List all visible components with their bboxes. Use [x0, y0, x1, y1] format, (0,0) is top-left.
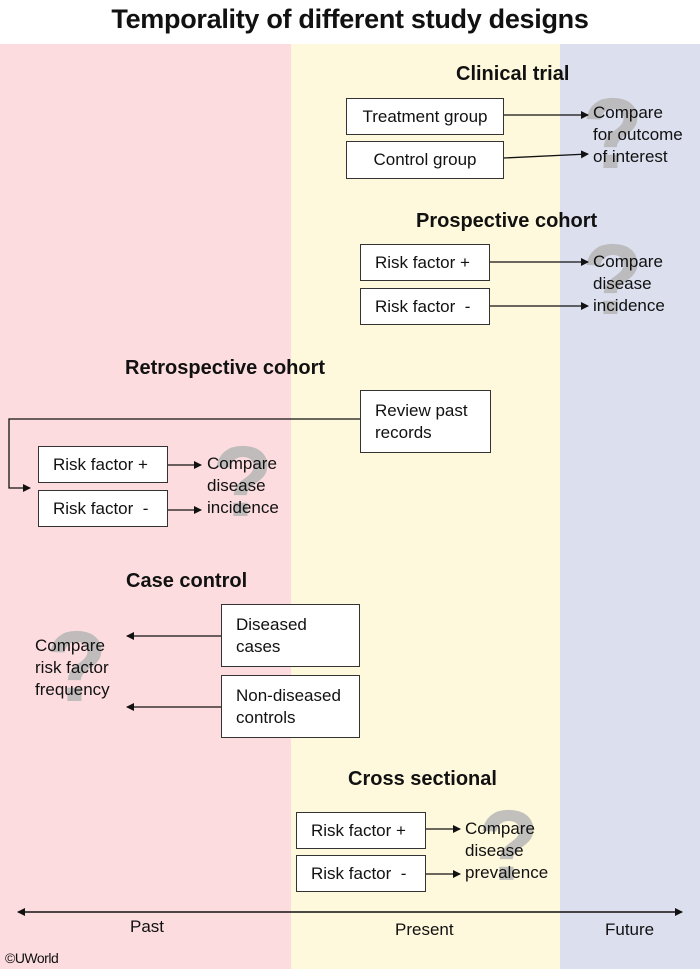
box-label: Risk factor -: [311, 863, 407, 883]
box-cross-risk-factor-positive: Risk factor +: [296, 812, 426, 849]
question-mark-icon: ?: [582, 224, 644, 336]
outcome-line: frequency: [35, 680, 110, 699]
heading-case-control: Case control: [126, 570, 248, 592]
timeline-label-past: Past: [130, 917, 165, 936]
box-label: Treatment group: [362, 106, 488, 126]
outcome-line: disease: [207, 476, 266, 495]
box-treatment-group: Treatment group: [346, 98, 504, 135]
box-label: Risk factor -: [375, 296, 471, 316]
outcome-line: Compare: [593, 103, 663, 122]
box-retro-risk-factor-positive: Risk factor +: [38, 446, 168, 483]
box-label: Review past: [375, 400, 468, 420]
timeline-label-present: Present: [395, 920, 454, 939]
timeline-label-future: Future: [605, 920, 655, 939]
box-label: Risk factor +: [375, 252, 470, 272]
outcome-line: incidence: [207, 498, 279, 517]
heading-clinical-trial: Clinical trial: [456, 63, 570, 85]
outcome-line: for outcome: [593, 125, 683, 144]
box-label: cases: [236, 636, 281, 656]
outcome-cross-sectional: Compare disease prevalence: [465, 818, 548, 884]
outcome-line: Compare: [465, 819, 535, 838]
heading-prospective-cohort: Prospective cohort: [416, 210, 598, 232]
box-risk-factor-negative: Risk factor -: [360, 288, 490, 325]
box-label: Risk factor -: [53, 498, 149, 518]
box-label: Non-diseased: [236, 685, 341, 705]
box-cross-risk-factor-negative: Risk factor -: [296, 855, 426, 892]
future-region: [560, 44, 700, 969]
heading-retrospective-cohort: Retrospective cohort: [125, 357, 326, 379]
outcome-case-control: Compare risk factor frequency: [35, 635, 110, 701]
outcome-line: risk factor: [35, 658, 109, 677]
box-retro-risk-factor-negative: Risk factor -: [38, 490, 168, 527]
outcome-line: incidence: [593, 296, 665, 315]
outcome-retrospective-cohort: Compare disease incidence: [207, 453, 279, 519]
copyright-notice: ©UWorld: [5, 950, 59, 966]
box-label: Diseased: [236, 614, 307, 634]
outcome-line: Compare: [35, 636, 105, 655]
box-label: Risk factor +: [53, 454, 148, 474]
box-label: Risk factor +: [311, 820, 406, 840]
outcome-line: Compare: [207, 454, 277, 473]
diagram-title: Temporality of different study designs: [111, 4, 589, 34]
question-mark-icon: ?: [582, 78, 644, 190]
outcome-line: prevalence: [465, 863, 549, 882]
box-control-group: Control group: [346, 141, 504, 179]
box-label: records: [375, 422, 432, 442]
box-label: Control group: [373, 150, 477, 169]
question-mark-icon: ?: [478, 790, 540, 902]
box-label: controls: [236, 707, 296, 727]
outcome-prospective-cohort: Compare disease incidence: [593, 251, 665, 317]
question-mark-icon: ?: [46, 611, 108, 723]
outcome-clinical-trial: Compare for outcome of interest: [593, 102, 683, 168]
box-risk-factor-positive: Risk factor +: [360, 244, 490, 281]
outcome-line: disease: [593, 274, 652, 293]
outcome-line: Compare: [593, 252, 663, 271]
outcome-line: of interest: [593, 147, 668, 166]
heading-cross-sectional: Cross sectional: [348, 768, 497, 790]
outcome-line: disease: [465, 841, 524, 860]
